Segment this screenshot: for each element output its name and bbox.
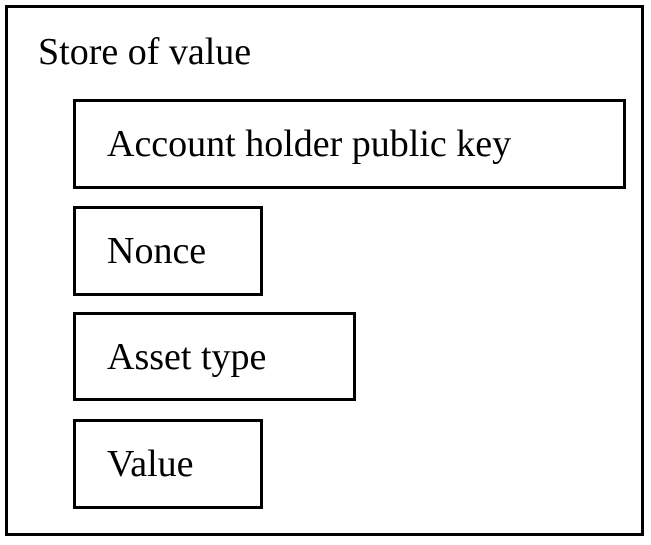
field-nonce: Nonce: [73, 206, 263, 296]
field-label: Nonce: [107, 230, 207, 272]
field-label: Asset type: [107, 335, 267, 378]
field-account-holder-public-key: Account holder public key: [73, 99, 626, 189]
field-value: Value: [73, 419, 263, 509]
field-label: Value: [107, 443, 194, 485]
field-label: Account holder public key: [107, 123, 512, 165]
container-title: Store of value: [38, 31, 252, 73]
field-asset-type: Asset type: [73, 312, 356, 401]
store-of-value-container: [5, 5, 644, 536]
